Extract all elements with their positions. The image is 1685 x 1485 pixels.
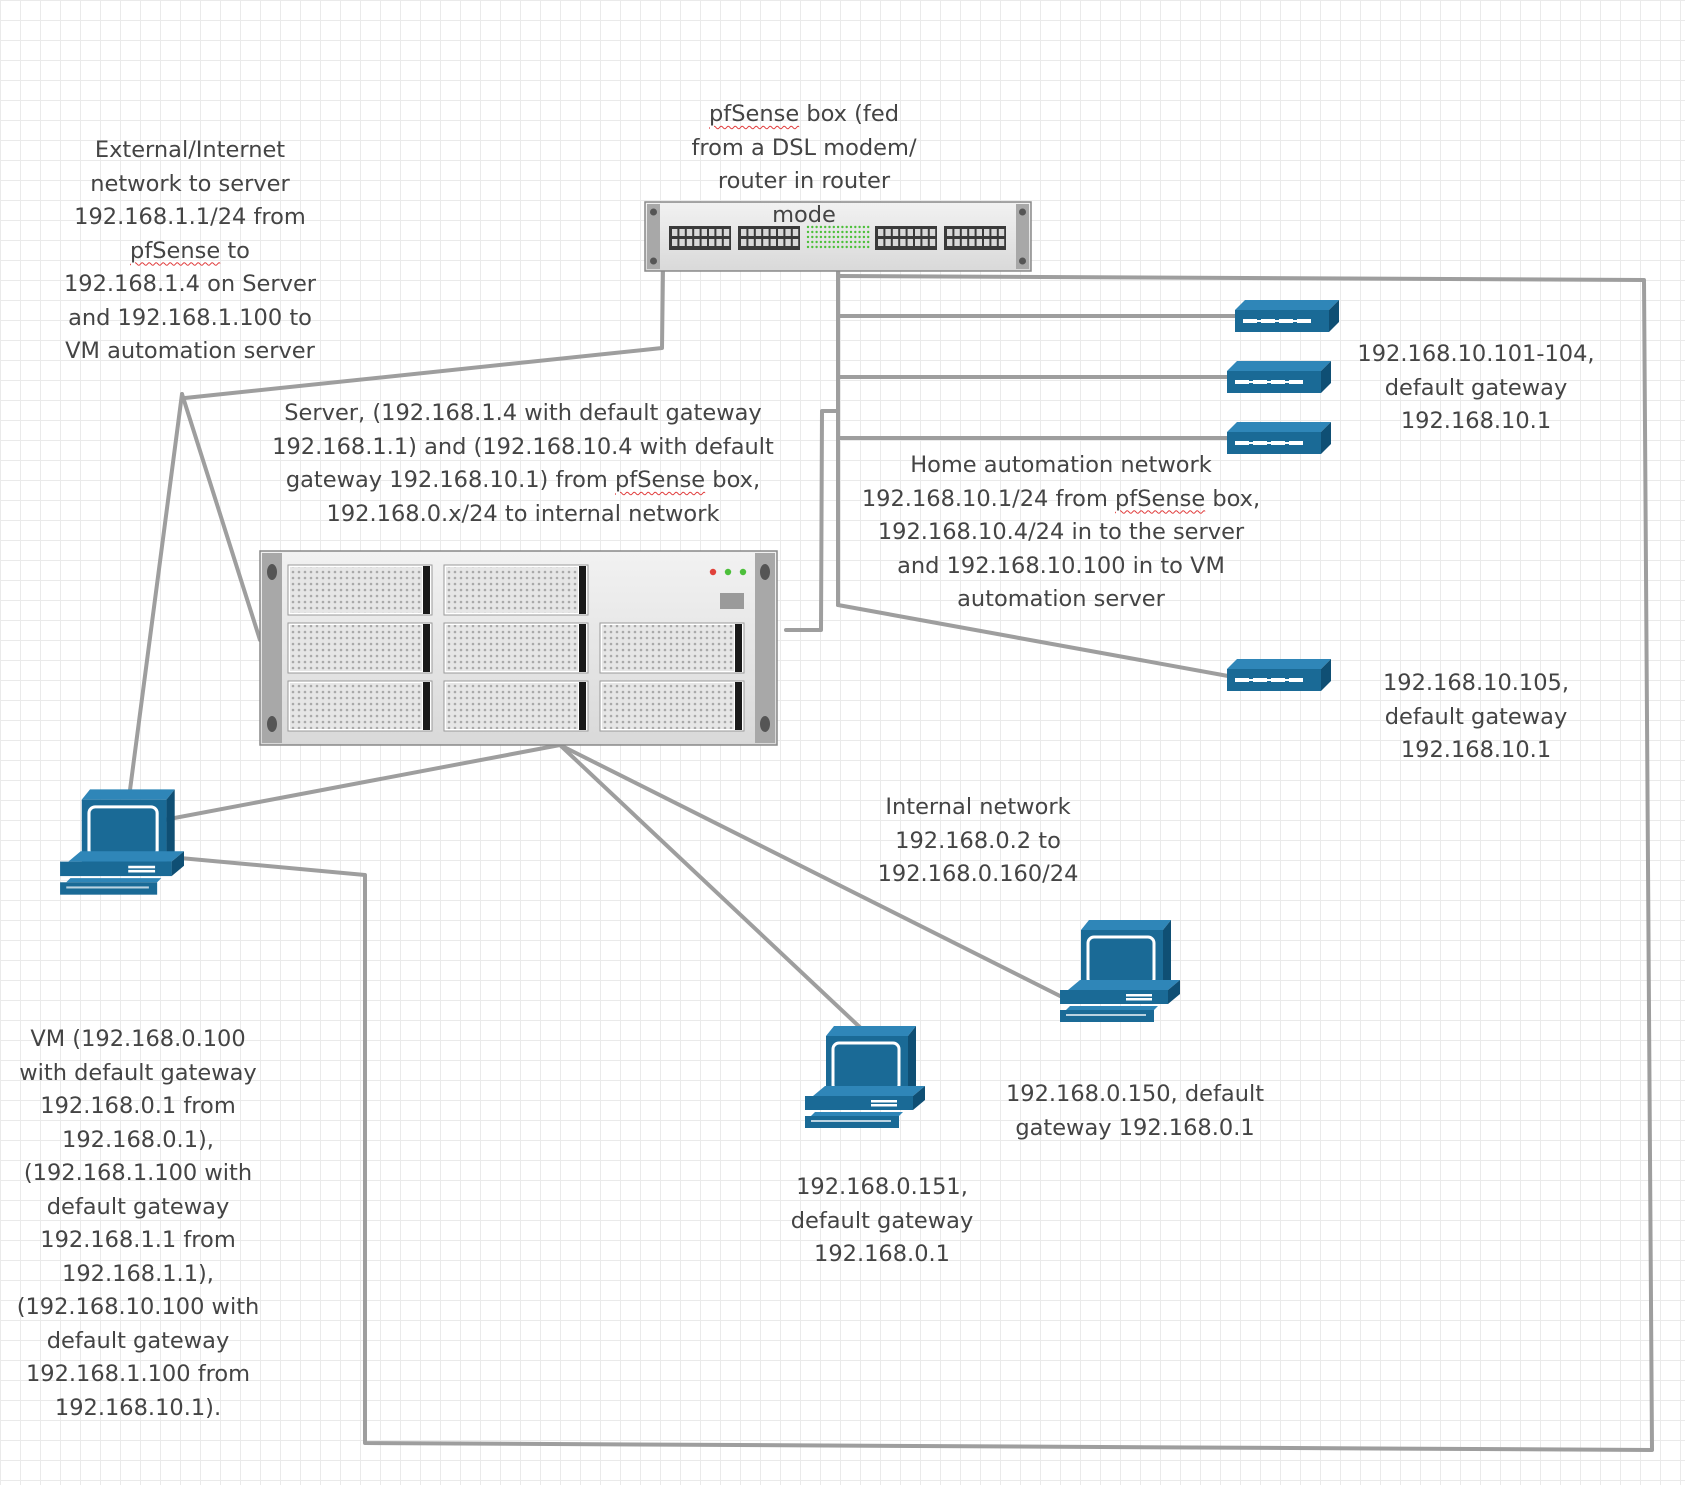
wire-server-pc151 — [558, 743, 868, 1035]
workstation-icon — [58, 787, 184, 897]
internal-network-label: Internal network 192.168.0.2 to 192.168.… — [877, 794, 1079, 887]
workstation-150-label: 192.168.0.150, default gateway 192.168.0… — [1005, 1081, 1265, 1141]
connection-lines — [128, 266, 1654, 1452]
home-automation-hub-4[interactable] — [1227, 659, 1331, 691]
external-network-label: External/Internet network to server 192.… — [63, 137, 317, 364]
network-hub-icon — [1227, 361, 1331, 393]
workstation-192-168-0-150[interactable] — [1058, 918, 1180, 1024]
workstation-icon — [803, 1024, 925, 1130]
home-automation-network-label: Home automation network 192.168.10.1/24 … — [861, 452, 1261, 612]
network-hub-icon — [1227, 659, 1331, 691]
wire-server-pc150 — [558, 743, 1070, 1002]
hub-bottom-label: 192.168.10.105, default gateway 192.168.… — [1382, 670, 1570, 763]
server-label: Server, (192.168.1.4 with default gatewa… — [272, 400, 774, 527]
pfsense-box-label: pfSense box (fed from a DSL modem/ route… — [691, 101, 917, 228]
wire-pfsense-external — [183, 266, 665, 400]
pfsense-box[interactable] — [644, 201, 1032, 272]
wire-pfsense-loop — [178, 274, 1654, 1452]
wire-server-home — [784, 409, 840, 632]
vm-label: VM (192.168.0.100 with default gateway 1… — [16, 1026, 260, 1421]
vm-automation-server[interactable] — [58, 787, 184, 897]
network-hub-icon — [1235, 300, 1339, 332]
workstation-192-168-0-151[interactable] — [803, 1024, 925, 1130]
workstation-151-label: 192.168.0.151, default gateway 192.168.0… — [790, 1174, 974, 1267]
wire-hub-4 — [836, 603, 1230, 678]
home-automation-hub-1[interactable] — [1235, 300, 1339, 332]
wire-server-vm — [146, 743, 562, 825]
wire-external-vm — [128, 392, 184, 792]
workstation-icon — [1058, 918, 1180, 1024]
main-server[interactable] — [259, 550, 778, 746]
home-automation-hub-2[interactable] — [1227, 361, 1331, 393]
hubs-top-label: 192.168.10.101-104, default gateway 192.… — [1357, 341, 1595, 434]
wire-external-server — [180, 392, 262, 642]
